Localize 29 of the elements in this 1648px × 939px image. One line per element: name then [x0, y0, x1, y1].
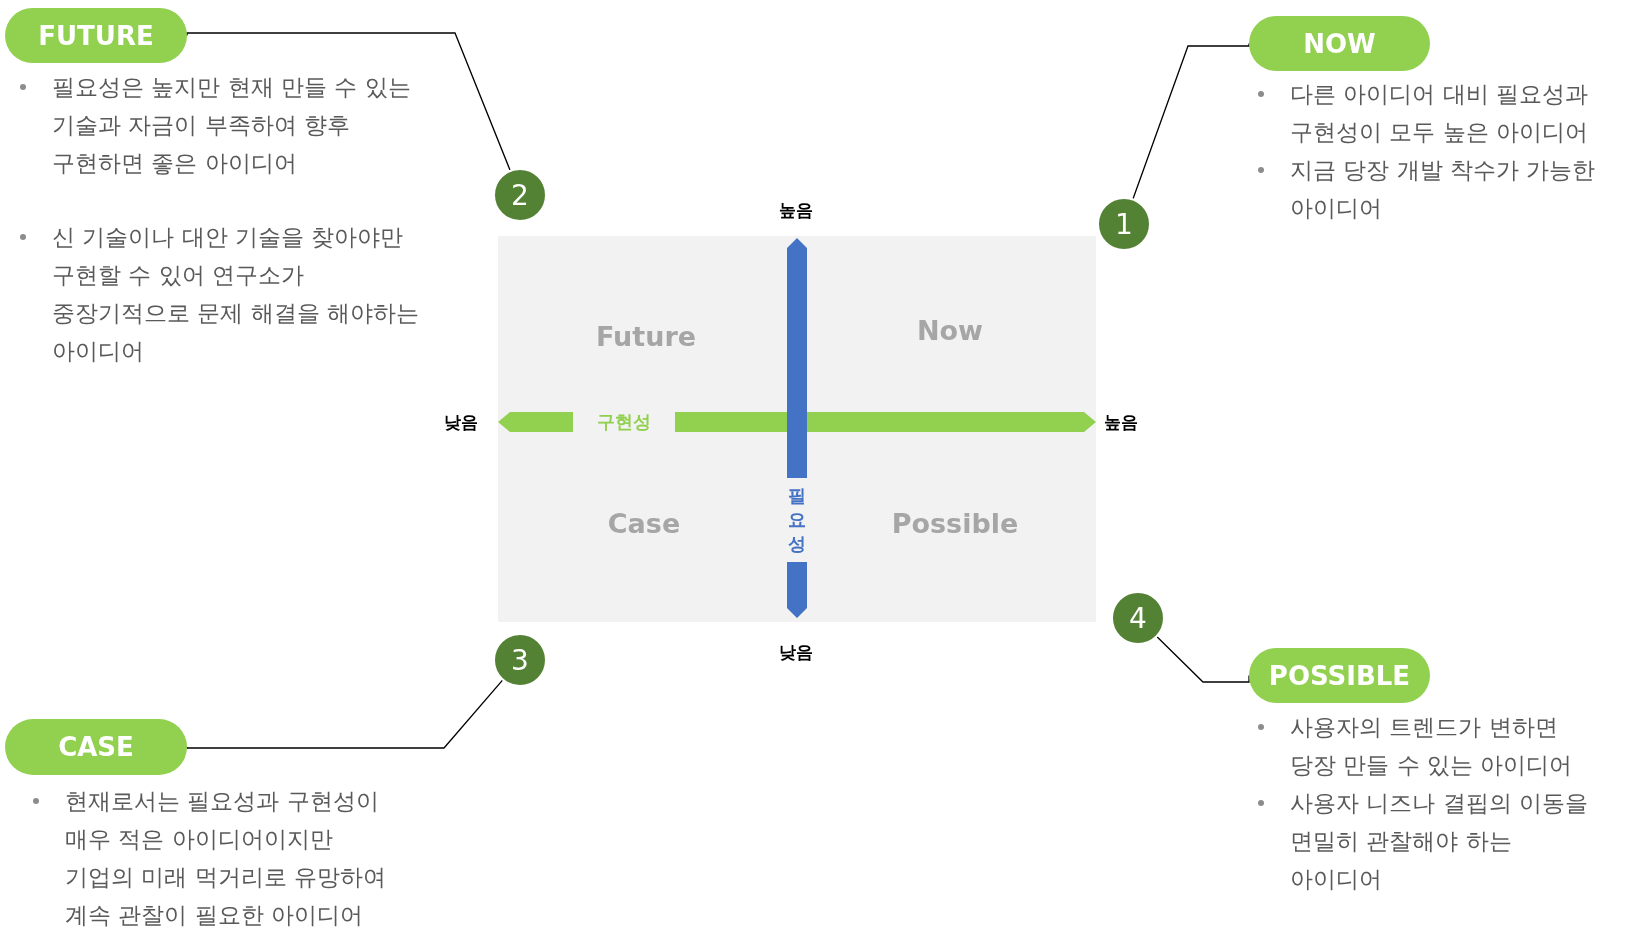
bullet-text: 필요성은 높지만 현재 만들 수 있는 기술과 자금이 부족하여 향후 구현하면 좋은 아이디어: [52, 73, 412, 178]
axis-title: 필요성: [787, 484, 807, 556]
number-badge: 4: [1111, 591, 1165, 645]
axis-title: 구현성: [597, 410, 651, 434]
leader-line: [1132, 42, 1250, 200]
number-badge: 2: [493, 168, 547, 222]
bullet-text: 사용자 니즈나 결핍의 이동을 면밀히 관찰해야 하는 아이디어: [1290, 789, 1589, 894]
category-pill: FUTURE: [5, 8, 187, 63]
bullet-text: 신 기술이나 대안 기술을 찾아야만 구현할 수 있어 연구소가 중장기적으로 문제 해결을 해야하는 아이디어: [52, 223, 420, 366]
number-badge: 3: [493, 633, 547, 687]
bullet-text: 지금 당장 개발 착수가 가능한 아이디어: [1290, 156, 1597, 223]
quadrant-label: Future: [595, 320, 697, 352]
leader-line: [186, 32, 511, 171]
category-pill: POSSIBLE: [1249, 648, 1430, 703]
number-badge: 1: [1097, 197, 1151, 251]
category-pill: NOW: [1249, 16, 1430, 71]
axis-label: 낮음: [444, 410, 478, 434]
quadrant-label: Case: [607, 507, 681, 539]
bullet-text: 현재로서는 필요성과 구현성이 매우 적은 아이디어이지만 기업의 미래 먹거리로 유망하여 계속 관찰이 필요한 아이디어: [65, 787, 387, 930]
category-pill: CASE: [5, 719, 187, 775]
axis-label: 낮음: [779, 640, 813, 664]
quadrant-label: Now: [916, 314, 984, 346]
bullet-text: 사용자의 트렌드가 변하면 당장 만들 수 있는 아이디어: [1290, 713, 1574, 780]
leader-line: [1156, 636, 1250, 683]
axis-label: 높음: [779, 198, 813, 222]
axis-label: 높음: [1104, 410, 1138, 434]
quadrant-label: Possible: [891, 507, 1019, 539]
bullet-text: 다른 아이디어 대비 필요성과 구현성이 모두 높은 아이디어: [1290, 80, 1589, 147]
leader-line: [186, 679, 503, 749]
